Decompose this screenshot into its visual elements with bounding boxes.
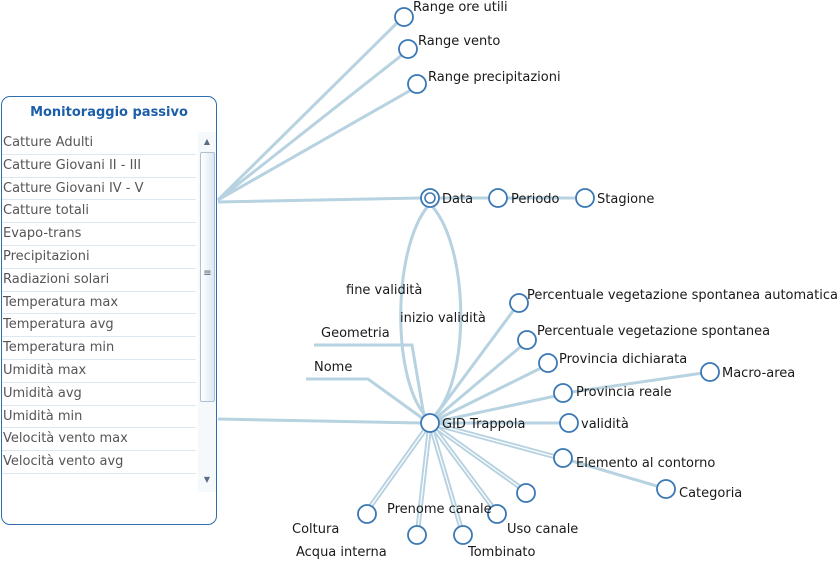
node-label: Percentuale vegetazione spontanea [537,324,770,339]
node-label: Tombinato [467,545,536,560]
list-item[interactable]: Catture Giovani IV - V [2,178,196,201]
edge-labels: fine validità inizio validità Geometria … [314,283,486,375]
node-stagione[interactable]: Stagione [575,188,654,208]
list-item[interactable]: Umidità min [2,406,196,429]
node-validita[interactable]: validità [559,413,629,433]
node-periodo[interactable]: Periodo [488,188,560,208]
node-perc-veg-auto[interactable]: Percentuale vegetazione spontanea automa… [509,288,838,313]
node-label: Range vento [418,34,500,49]
node-provincia-dichiarata[interactable]: Provincia dichiarata [538,352,687,373]
list-item[interactable]: Temperatura min [2,337,196,360]
node-label: Data [442,192,473,207]
monitoraggio-passivo-panel: Monitoraggio passivo Catture Adulti Catt… [1,96,217,525]
scrollbar-thumb[interactable]: ≡ [200,152,215,402]
node-label-prenome-canale: Prenome canale [387,502,492,517]
node-range-ore-utili[interactable]: Range ore utili [394,0,508,27]
list-item[interactable]: Umidità max [2,360,196,383]
node-macro-area[interactable]: Macro-area [700,362,795,382]
node-label: Range ore utili [413,0,508,15]
edge-fine-validita [399,205,430,418]
edge-panel-range-ore-utili [216,20,400,202]
node-elemento-contorno[interactable]: Elemento al contorno [553,448,715,471]
edge-provincia-reale-macro-area [571,371,704,394]
edge-label-nome: Nome [314,360,352,375]
list-item[interactable]: Catture Giovani II - III [2,155,196,178]
edge-panel-range-precipitazioni [217,88,412,202]
edge-label-fine-validita: fine validità [346,283,422,298]
list-item[interactable]: Velocità vento avg [2,451,196,474]
node-label: Categoria [679,486,742,501]
edges [216,20,704,529]
node-range-precipitazioni[interactable]: Range precipitazioni [407,70,561,94]
node-acqua-interna[interactable]: Acqua interna [296,525,427,560]
nodes: Range ore utili Range vento Range precip… [292,0,838,560]
node-tombinato[interactable]: Tombinato [453,525,536,560]
list-item[interactable]: Velocità vento max [2,428,196,452]
list-item[interactable]: Temperatura max [2,292,196,315]
node-label: Macro-area [722,366,795,381]
node-label: Stagione [597,192,654,207]
list-item[interactable]: Catture Adulti [2,132,196,155]
list-item[interactable]: Radiazioni solari [2,269,196,292]
edge-inizio-validita [430,205,463,418]
list-item[interactable]: Catture totali [2,200,196,224]
scroll-up-arrow-icon[interactable]: ▲ [203,137,211,146]
node-categoria[interactable]: Categoria [656,479,742,501]
node-label: Uso canale [507,522,578,537]
edge-label-inizio-validita: inizio validità [400,311,486,326]
edge-elemento-categoria [571,459,661,489]
edge-panel-data [217,196,422,204]
attribute-list: Catture Adulti Catture Giovani II - III … [2,132,196,474]
list-item[interactable]: Umidità avg [2,383,196,406]
node-label: Coltura [292,522,339,537]
selected-ring-icon [424,192,436,204]
node-data[interactable]: Data [420,188,473,208]
edge-gid-perc-veg [429,341,526,425]
edge-panel-gid-trappola [217,417,422,425]
node-uso-canale[interactable]: Uso canale [487,504,578,537]
node-label: Range precipitazioni [428,70,561,85]
edge-gid-provincia-dichiarata [429,364,546,425]
node-label: Percentuale vegetazione spontanea automa… [527,288,838,303]
list-item[interactable]: Precipitazioni [2,246,196,269]
panel-title: Monitoraggio passivo [30,105,188,120]
node-label: GID Trappola [442,417,525,432]
edge-gid-provincia-reale [429,393,561,425]
node-gid-trappola[interactable]: GID Trappola [420,413,525,433]
double-edges [367,420,557,529]
node-label: Acqua interna [296,545,387,560]
node-unlabeled[interactable] [516,483,536,503]
node-perc-veg[interactable]: Percentuale vegetazione spontanea [517,324,770,350]
scroll-down-arrow-icon[interactable]: ▼ [203,475,211,484]
node-label: Periodo [511,192,560,207]
edge-panel-range-vento [217,53,403,202]
edge-nome [306,377,423,420]
node-range-vento[interactable]: Range vento [398,34,500,59]
grip-icon: ≡ [203,268,212,279]
node-label: validità [581,417,629,432]
node-label: Elemento al contorno [576,456,715,471]
node-label: Provincia dichiarata [559,352,687,367]
edge-geometria [314,343,426,417]
node-label: Provincia reale [576,385,672,400]
list-item[interactable]: Temperatura avg [2,314,196,338]
node-provincia-reale[interactable]: Provincia reale [553,383,672,403]
edge-label-geometria: Geometria [321,326,390,341]
list-item[interactable]: Evapo-trans [2,223,196,246]
edge-gid-perc-veg-auto [428,306,518,424]
vertical-scrollbar[interactable]: ▲ ≡ ▼ [198,132,216,492]
node-coltura[interactable]: Coltura [292,504,377,537]
